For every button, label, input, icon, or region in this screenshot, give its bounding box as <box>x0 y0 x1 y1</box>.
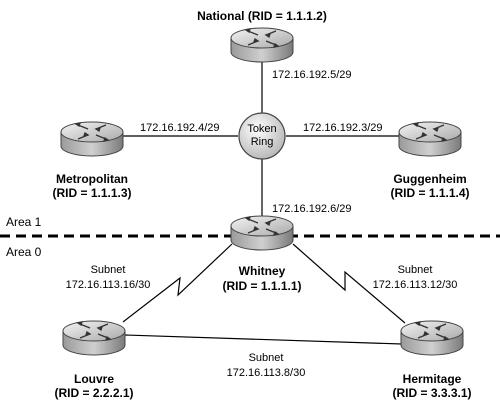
subnet-whitney-hermitage-value: 172.16.113.12/30 <box>373 279 458 291</box>
router-louvre-icon <box>62 320 126 356</box>
link-national-address: 172.16.192.5/29 <box>272 69 352 81</box>
router-guggenheim-name: Guggenheim <box>393 172 466 186</box>
token-ring-label-line1: Token <box>247 123 276 135</box>
router-louvre-name: Louvre <box>74 372 114 386</box>
router-metropolitan-icon <box>60 121 124 157</box>
subnet-louvre-hermitage-label: Subnet <box>249 352 284 364</box>
router-whitney-rid: (RID = 1.1.1.1) <box>222 279 301 293</box>
subnet-whitney-louvre-value: 172.16.113.16/30 <box>66 279 151 291</box>
router-hermitage-icon <box>400 320 464 356</box>
link-lines <box>121 58 406 345</box>
router-whitney-icon <box>230 215 294 251</box>
router-national-label: National (RID = 1.1.1.2) <box>197 9 327 23</box>
token-ring-label-line2: Ring <box>251 136 274 148</box>
router-hermitage-name: Hermitage <box>403 372 462 386</box>
router-whitney-name: Whitney <box>239 264 286 278</box>
router-louvre-rid: (RID = 2.2.2.1) <box>54 386 133 400</box>
area-1-label: Area 1 <box>6 215 42 229</box>
area-0-label: Area 0 <box>6 245 42 259</box>
link-whitney-louvre-serial <box>122 243 233 323</box>
subnet-whitney-louvre-label: Subnet <box>91 264 126 276</box>
router-guggenheim-rid: (RID = 1.1.1.4) <box>390 186 469 200</box>
link-whitney-hermitage-serial <box>292 243 406 324</box>
token-ring-icon <box>238 112 286 160</box>
link-louvre-hermitage <box>124 334 403 345</box>
router-metropolitan-rid: (RID = 1.1.1.3) <box>52 186 131 200</box>
router-metropolitan-name: Metropolitan <box>56 172 128 186</box>
link-guggenheim-address: 172.16.192.3/29 <box>303 122 383 134</box>
router-national-icon <box>230 27 294 63</box>
subnet-whitney-hermitage-label: Subnet <box>398 264 433 276</box>
router-hermitage-rid: (RID = 3.3.3.1) <box>392 386 471 400</box>
link-whitney-address: 172.16.192.6/29 <box>272 203 352 215</box>
router-guggenheim-icon <box>398 121 462 157</box>
subnet-louvre-hermitage-value: 172.16.113.8/30 <box>227 367 306 379</box>
link-metropolitan-address: 172.16.192.4/29 <box>140 122 220 134</box>
